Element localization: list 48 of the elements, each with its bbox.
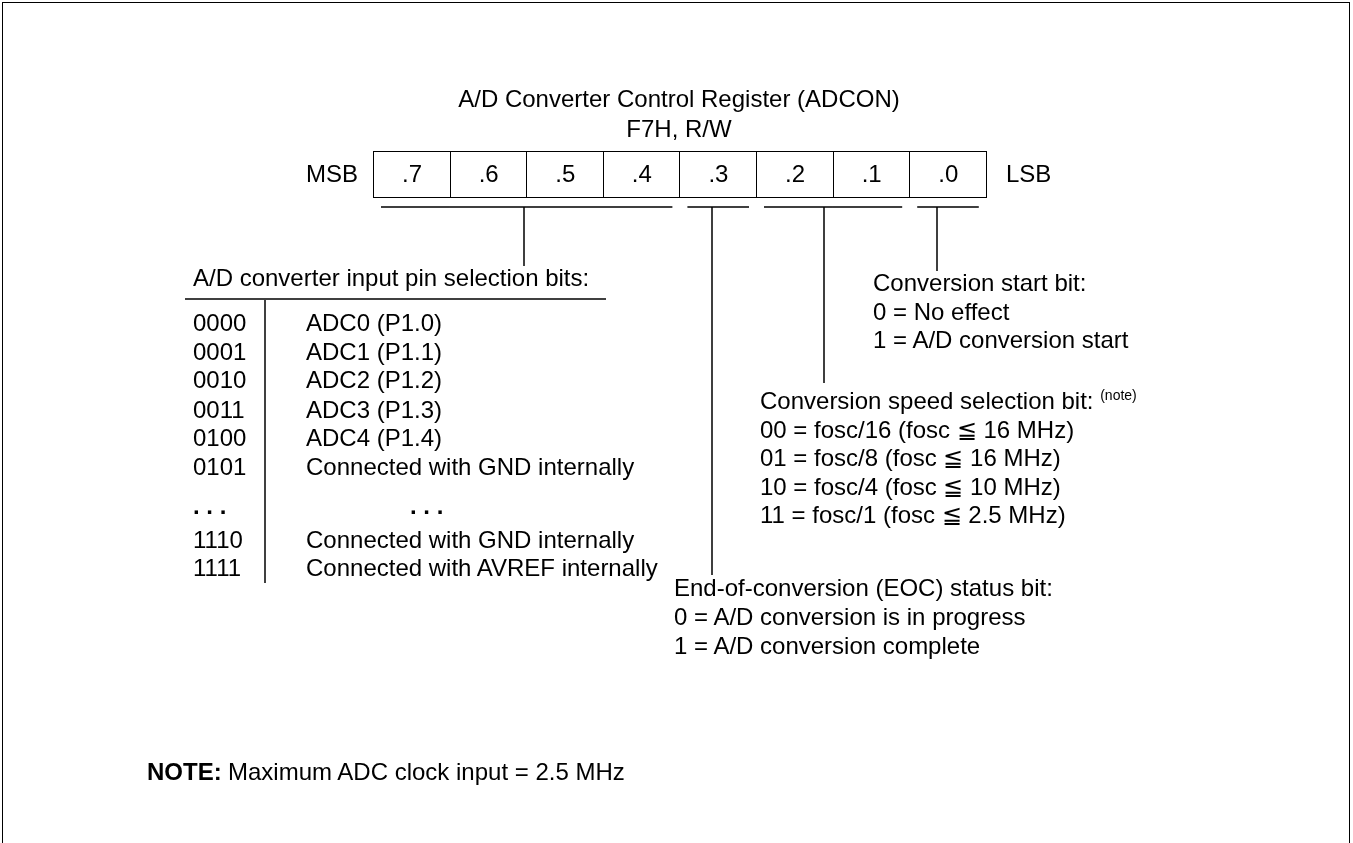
pin-assignment: Connected with AVREF internally <box>306 554 658 582</box>
bit-cell: .2 <box>756 151 835 198</box>
pin-assignment: ADC1 (P1.1) <box>306 338 443 366</box>
field-heading: End-of-conversion (EOC) status bit: <box>674 573 1053 602</box>
field-heading: Conversion speed selection bit: $^{(note)}$ <box>760 386 1137 416</box>
field-value: 01 = fosc/8 (fosc ≦ 16 MHz) <box>760 444 1062 473</box>
pin-assignment: ADC0 (P1.0) <box>306 309 443 337</box>
register-title: A/D Converter Control Register (ADCON) <box>457 85 901 113</box>
leader-line <box>916 206 980 272</box>
pin-assignment: Connected with GND internally <box>306 453 635 481</box>
bit-code: 0001 <box>193 338 247 366</box>
bit-cell: .6 <box>449 151 528 198</box>
bit-cell: .1 <box>832 151 911 198</box>
field-value: 1 = A/D conversion complete <box>674 631 982 660</box>
note-heading: NOTE: <box>147 758 222 786</box>
bit-cell: .3 <box>679 151 758 198</box>
bit-code: 0000 <box>193 309 247 337</box>
pin-assignment: . . . <box>410 492 444 520</box>
pin-assignment: ADC3 (P1.3) <box>306 396 443 424</box>
bit-order-label: MSB <box>306 160 358 188</box>
bit-cell: .0 <box>909 151 988 198</box>
leader-line <box>763 206 903 384</box>
bit-code: 0101 <box>193 453 247 481</box>
bit-code: 0100 <box>193 424 247 452</box>
leader-line <box>686 206 750 576</box>
pin-assignment: ADC2 (P1.2) <box>306 366 443 394</box>
field-value: 0 = A/D conversion is in progress <box>674 602 1027 631</box>
leader-line <box>380 206 674 267</box>
field-value: 10 = fosc/4 (fosc ≦ 10 MHz) <box>760 472 1062 501</box>
bit-code: . . . <box>193 492 227 520</box>
field-value: 0 = No effect <box>873 297 1011 326</box>
bit-order-label: LSB <box>1006 160 1052 188</box>
bit-code: 1110 <box>193 526 243 554</box>
field-value: 1 = A/D conversion start <box>873 326 1129 355</box>
bit-cell: .4 <box>602 151 681 198</box>
field-value: 00 = fosc/16 (fosc ≦ 16 MHz) <box>760 415 1076 444</box>
bit-code: 1111 <box>193 554 242 582</box>
field-value: 11 = fosc/1 (fosc ≦ 2.5 MHz) <box>760 501 1067 530</box>
note-text: Maximum ADC clock input = 2.5 MHz <box>228 758 625 786</box>
bit-code: 0010 <box>193 366 247 394</box>
field-heading: A/D converter input pin selection bits: <box>193 264 590 292</box>
field-heading: Conversion start bit: <box>873 269 1088 298</box>
register-address: F7H, R/W <box>625 115 733 143</box>
bit-code: 0011 <box>193 396 245 424</box>
pin-assignment: Connected with GND internally <box>306 526 635 554</box>
pin-assignment: ADC4 (P1.4) <box>306 424 443 452</box>
bit-cell: .5 <box>526 151 605 198</box>
bit-cell: .7 <box>373 151 452 198</box>
